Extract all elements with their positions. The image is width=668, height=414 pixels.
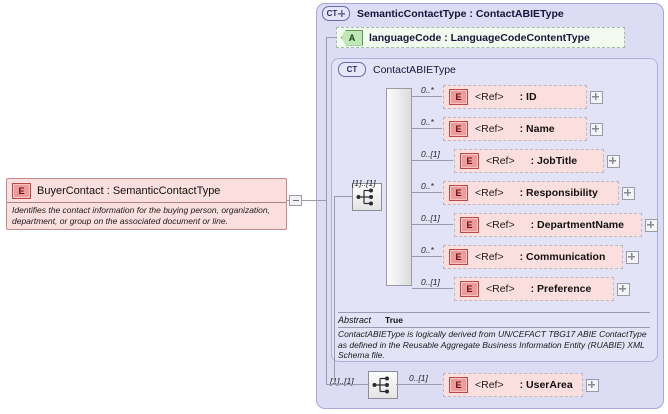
element-name: : ID bbox=[519, 91, 537, 103]
element-row-preference[interactable]: E <Ref> : Preference bbox=[454, 277, 614, 301]
expand-plus-icon[interactable] bbox=[626, 251, 639, 264]
element-icon: E bbox=[449, 377, 468, 393]
element-name: : Preference bbox=[530, 283, 592, 295]
element-name: : Responsibility bbox=[519, 187, 598, 199]
connector-line bbox=[334, 196, 335, 384]
user-area-group-cardinality: [1]..[1] bbox=[330, 376, 354, 386]
element-name: : JobTitle bbox=[530, 155, 578, 167]
expand-plus-icon[interactable] bbox=[617, 283, 630, 296]
element-cardinality: 0..* bbox=[421, 245, 434, 255]
complextype-plus-icon[interactable]: CT bbox=[322, 6, 350, 21]
connector-line bbox=[412, 224, 453, 225]
expand-plus-icon[interactable] bbox=[645, 219, 658, 232]
connector-line bbox=[412, 192, 442, 193]
root-element-title: BuyerContact : SemanticContactType bbox=[37, 184, 221, 197]
element-icon: E bbox=[12, 182, 31, 199]
divider bbox=[338, 327, 650, 328]
element-row-userarea[interactable]: E <Ref> : UserArea bbox=[443, 373, 583, 397]
abstract-label: Abstract bbox=[338, 315, 372, 325]
attribute-label: languageCode : LanguageCodeContentType bbox=[369, 31, 590, 44]
element-ref: <Ref> bbox=[486, 283, 515, 295]
connector-line bbox=[396, 384, 442, 385]
collapse-minus-icon[interactable] bbox=[289, 195, 302, 206]
connector-line bbox=[412, 256, 442, 257]
expand-plus-icon[interactable] bbox=[607, 155, 620, 168]
expand-plus-icon[interactable] bbox=[622, 187, 635, 200]
element-row-responsibility[interactable]: E <Ref> : Responsibility bbox=[443, 181, 619, 205]
connector-line bbox=[334, 196, 352, 197]
root-element-header: E BuyerContact : SemanticContactType bbox=[7, 179, 286, 203]
sequence-icon[interactable] bbox=[368, 371, 398, 399]
root-element-buyercontact[interactable]: E BuyerContact : SemanticContactType Ide… bbox=[6, 178, 287, 230]
element-cardinality: 0..[1] bbox=[421, 277, 440, 287]
element-name: : DepartmentName bbox=[530, 219, 624, 231]
connector-line bbox=[326, 37, 336, 38]
model-group-bar bbox=[386, 88, 412, 286]
element-name: : Name bbox=[519, 123, 555, 135]
element-ref: <Ref> bbox=[486, 155, 515, 167]
element-ref: <Ref> bbox=[486, 219, 515, 231]
element-ref: <Ref> bbox=[475, 91, 504, 103]
outer-type-title: SemanticContactType : ContactABIEType bbox=[357, 7, 564, 20]
expand-plus-icon[interactable] bbox=[586, 379, 599, 392]
expand-plus-icon[interactable] bbox=[590, 123, 603, 136]
element-row-departmentname[interactable]: E <Ref> : DepartmentName bbox=[454, 213, 642, 237]
element-row-id[interactable]: E <Ref> : ID bbox=[443, 85, 587, 109]
expand-plus-icon[interactable] bbox=[590, 91, 603, 104]
user-area-cardinality: 0..[1] bbox=[409, 373, 428, 383]
divider bbox=[338, 312, 650, 313]
element-cardinality: 0..* bbox=[421, 85, 434, 95]
element-icon: E bbox=[460, 153, 479, 169]
connector-line bbox=[412, 96, 442, 97]
element-name: : UserArea bbox=[519, 379, 573, 391]
connector-line bbox=[412, 160, 453, 161]
element-icon: E bbox=[449, 249, 468, 265]
element-icon: E bbox=[449, 185, 468, 201]
attribute-icon: A bbox=[341, 29, 363, 46]
element-ref: <Ref> bbox=[475, 379, 504, 391]
annotation-text: ContactABIEType is logically derived fro… bbox=[338, 329, 647, 360]
root-element-documentation: Identifies the contact information for t… bbox=[12, 205, 270, 226]
complextype-icon[interactable]: CT bbox=[338, 62, 366, 77]
element-icon: E bbox=[449, 121, 468, 137]
element-ref: <Ref> bbox=[475, 123, 504, 135]
element-row-communication[interactable]: E <Ref> : Communication bbox=[443, 245, 623, 269]
connector-line bbox=[326, 384, 368, 385]
connector-line bbox=[412, 288, 453, 289]
element-name: : Communication bbox=[519, 251, 606, 263]
connector-line bbox=[299, 200, 326, 201]
element-ref: <Ref> bbox=[475, 187, 504, 199]
element-cardinality: 0..* bbox=[421, 181, 434, 191]
outer-type-header: CT SemanticContactType : ContactABIEType bbox=[322, 5, 564, 22]
inner-type-header: CT ContactABIEType bbox=[338, 62, 456, 77]
connector-line bbox=[326, 37, 327, 384]
group-cardinality: [1]..[1] bbox=[352, 178, 376, 188]
connector-line bbox=[287, 200, 290, 201]
element-cardinality: 0..[1] bbox=[421, 149, 440, 159]
abstract-row: Abstract True bbox=[338, 314, 403, 326]
element-icon: E bbox=[460, 281, 479, 297]
connector-line bbox=[412, 128, 442, 129]
inner-type-title: ContactABIEType bbox=[373, 63, 456, 76]
sequence-icon[interactable] bbox=[352, 183, 382, 211]
element-cardinality: 0..[1] bbox=[421, 213, 440, 223]
element-row-jobtitle[interactable]: E <Ref> : JobTitle bbox=[454, 149, 604, 173]
attribute-languagecode[interactable]: A languageCode : LanguageCodeContentType bbox=[336, 27, 625, 48]
abstract-value: True bbox=[385, 315, 403, 325]
element-icon: E bbox=[449, 89, 468, 105]
element-ref: <Ref> bbox=[475, 251, 504, 263]
element-icon: E bbox=[460, 217, 479, 233]
element-row-name[interactable]: E <Ref> : Name bbox=[443, 117, 587, 141]
element-cardinality: 0..* bbox=[421, 117, 434, 127]
